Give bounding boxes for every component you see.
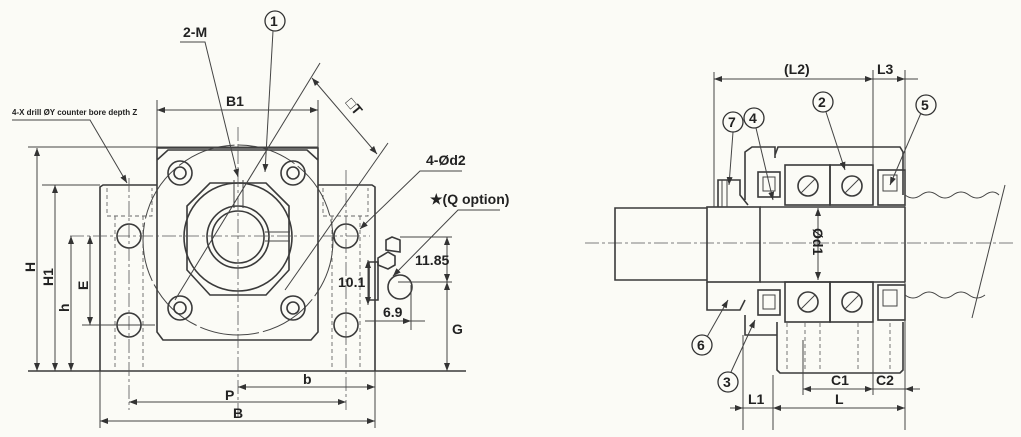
balloon-2: 2 xyxy=(812,91,846,171)
housing-bottom xyxy=(706,282,904,374)
label-H1: H1 xyxy=(40,268,56,286)
flange-block xyxy=(99,184,376,371)
svg-text:4: 4 xyxy=(749,110,757,126)
drill-hidden xyxy=(114,216,361,371)
bearings xyxy=(757,164,906,323)
label-T: □T xyxy=(343,95,366,119)
balloon-6: 6 xyxy=(691,299,729,356)
label-E: E xyxy=(75,281,91,290)
label-L3: L3 xyxy=(877,61,894,77)
label-L2: (L2) xyxy=(784,61,810,77)
dim-11-85: 11.85 xyxy=(415,252,449,268)
label-B: B xyxy=(233,405,243,421)
octagon-nut xyxy=(186,182,290,296)
label-d2: 4-Ød2 xyxy=(426,152,466,168)
shaft-body xyxy=(760,206,906,283)
balloon-1: 1 xyxy=(270,13,278,29)
lock-nut xyxy=(706,206,761,283)
bore-inner xyxy=(211,210,265,264)
balloon-5: 5 xyxy=(889,94,937,186)
label-d1: Ød1 xyxy=(810,228,826,255)
dim-6-9: 6.9 xyxy=(383,304,403,320)
housing-body xyxy=(156,147,319,341)
screw-thread-top xyxy=(904,191,1000,199)
label-q-option: ★(Q option) xyxy=(430,191,509,207)
svg-text:2: 2 xyxy=(818,94,826,110)
balloon-3: 3 xyxy=(717,319,756,393)
shaft-end xyxy=(614,207,707,281)
svg-text:3: 3 xyxy=(723,374,731,390)
slot xyxy=(233,180,290,242)
label-C1: C1 xyxy=(831,372,849,388)
counterbore-hidden xyxy=(106,188,369,217)
label-C2: C2 xyxy=(876,372,894,388)
svg-text:5: 5 xyxy=(921,97,929,113)
label-H: H xyxy=(22,262,38,272)
svg-text:6: 6 xyxy=(697,337,705,353)
label-G: G xyxy=(452,321,463,337)
label-L1: L1 xyxy=(748,391,765,407)
label-h: h xyxy=(56,303,72,312)
seal-ring xyxy=(717,179,749,207)
label-2M: 2-M xyxy=(183,24,207,40)
break-line xyxy=(971,184,1006,319)
balloon-7: 7 xyxy=(722,111,744,186)
mount-holes xyxy=(116,160,359,338)
label-P: P xyxy=(225,387,234,403)
drill-note: 4-X drill ØY counter bore depth Z xyxy=(12,108,137,117)
dim-10-1: 10.1 xyxy=(338,274,365,290)
housing-top xyxy=(744,146,904,200)
screw-thread-bottom xyxy=(904,291,986,299)
label-b: b xyxy=(303,371,312,387)
front-view: □T B1 H H1 h E b P B xyxy=(12,10,509,428)
label-L: L xyxy=(835,391,844,407)
side-view: (L2) L3 Ød1 C1 C2 L1 L 2 5 7 4 6 3 xyxy=(585,61,1015,430)
balloon-4: 4 xyxy=(743,107,775,201)
label-B1: B1 xyxy=(226,93,244,109)
svg-text:7: 7 xyxy=(728,114,736,130)
